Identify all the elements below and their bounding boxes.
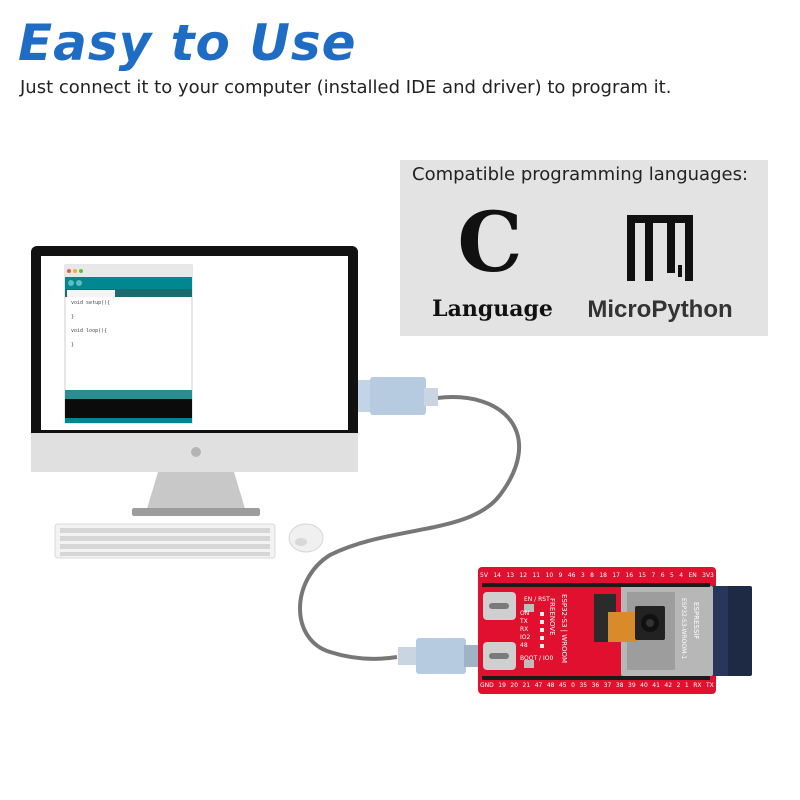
keyboard	[54, 523, 276, 559]
mouse	[288, 523, 324, 553]
c-language-logo: C	[457, 195, 523, 291]
languages-header: Compatible programming languages:	[412, 164, 749, 185]
micropython-logo-icon	[627, 215, 693, 281]
usb-connector-monitor	[354, 377, 438, 415]
usb-cable	[298, 395, 521, 661]
monitor-button	[191, 447, 201, 457]
page-subtitle: Just connect it to your computer (instal…	[20, 77, 672, 98]
usb-connector-board	[398, 638, 478, 674]
code-line: }	[71, 314, 75, 320]
code-line: }	[71, 342, 75, 348]
esp32-board	[478, 567, 752, 694]
monitor-stand	[146, 472, 246, 512]
languages-panel: Compatible programming languages: C Lang…	[400, 160, 768, 336]
micropython-label: MicroPython	[587, 296, 733, 323]
code-line: void setup(){	[71, 300, 111, 306]
page-title: Easy to Use	[18, 14, 357, 72]
ide-window	[64, 264, 193, 424]
c-language-label: Language	[432, 296, 553, 322]
code-line: void loop(){	[71, 328, 108, 334]
